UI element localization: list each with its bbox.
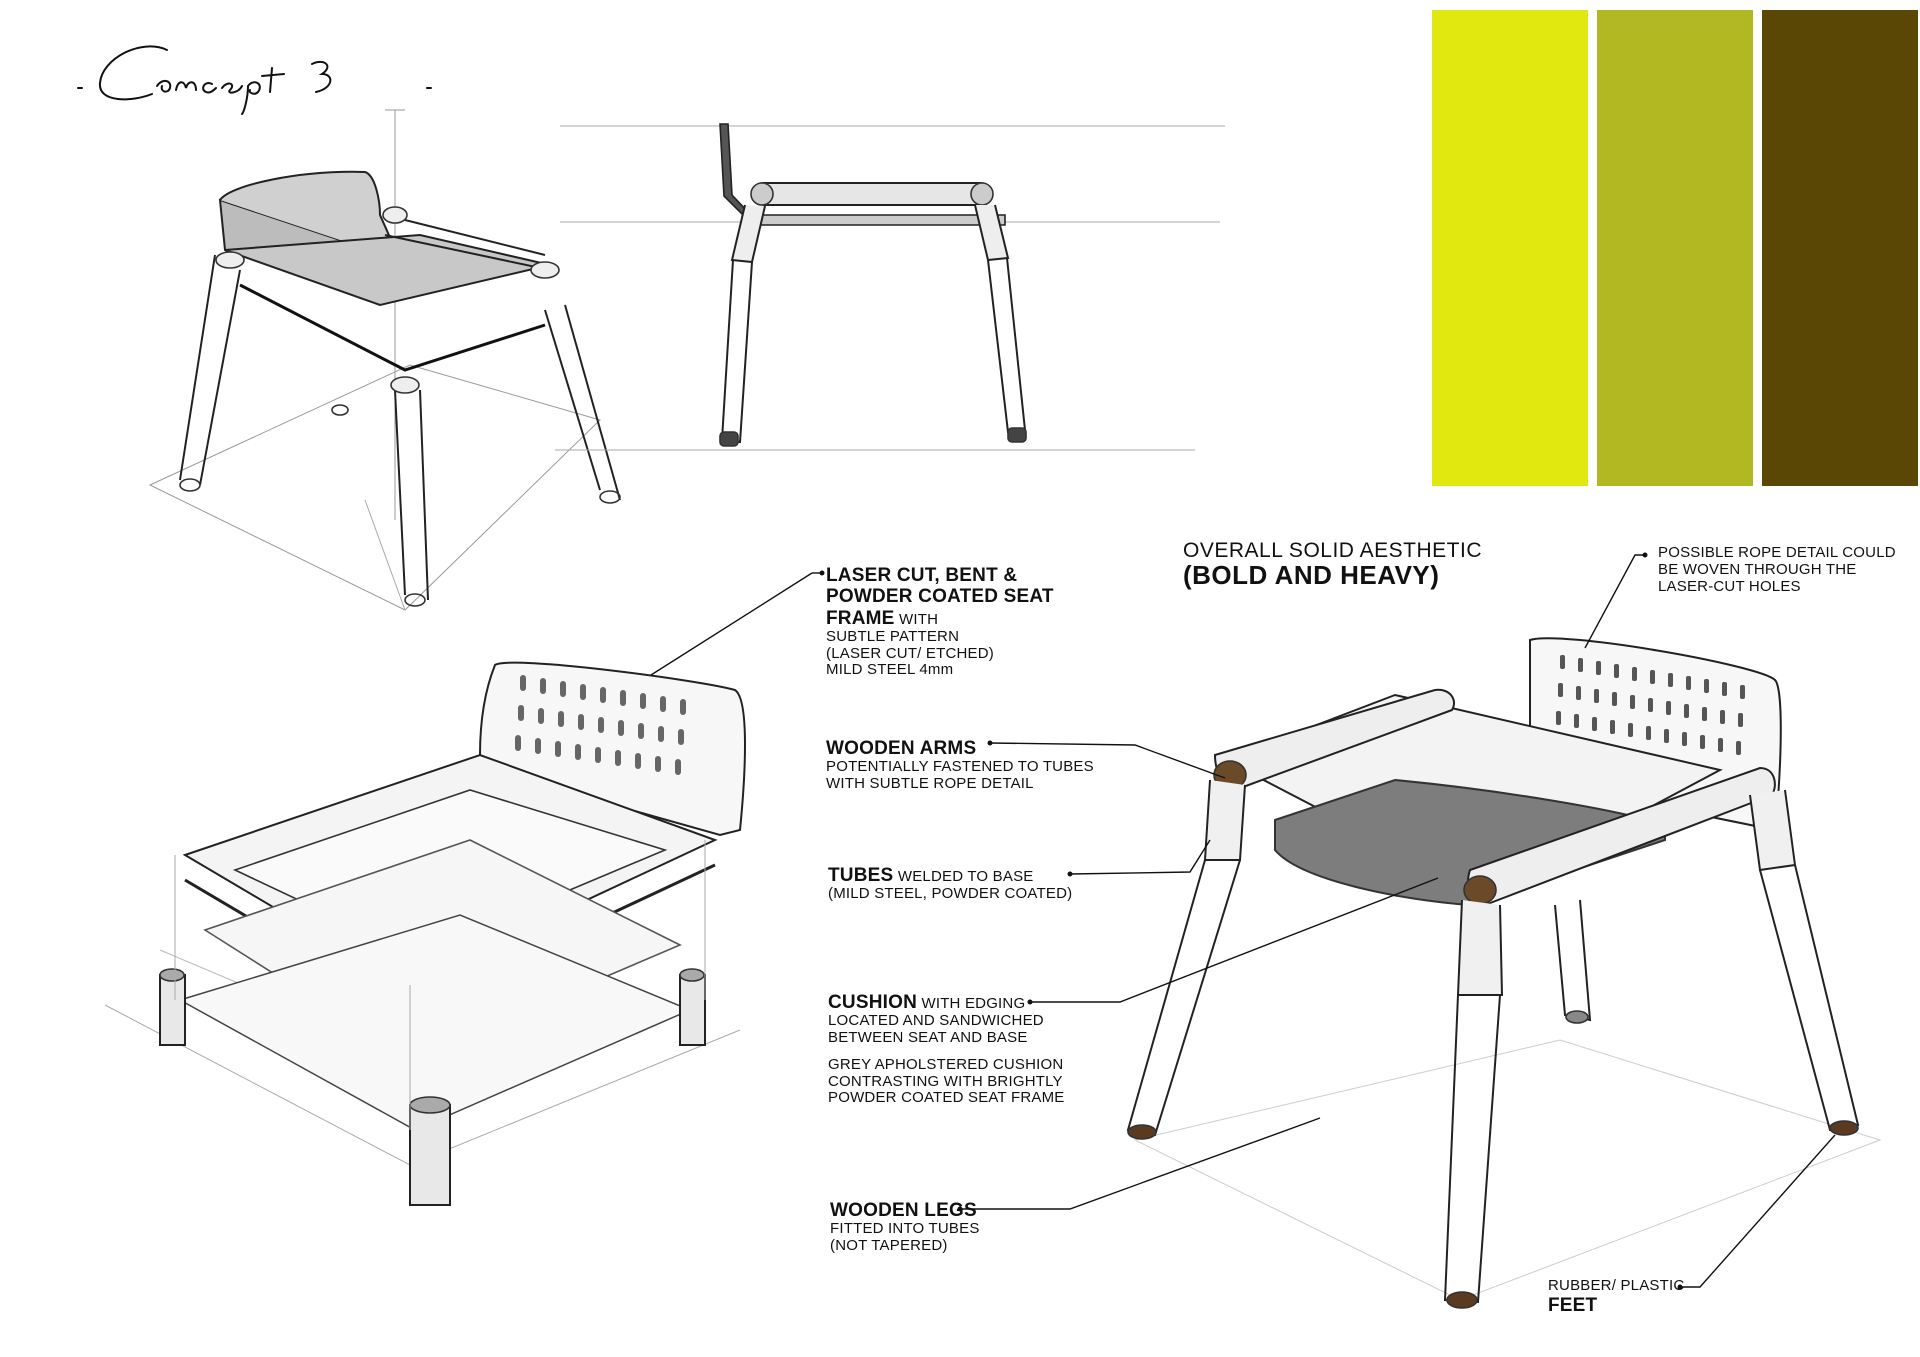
- overall-aesthetic-note: OVERALL SOLID AESTHETIC (BOLD AND HEAVY): [1183, 539, 1482, 591]
- annotation-rope: POSSIBLE ROPE DETAIL COULD BE WOVEN THRO…: [1658, 544, 1908, 595]
- tubes-heading: TUBES: [828, 865, 894, 886]
- chair-sketch-side-view: [555, 124, 1225, 450]
- seat-frame-inline: WITH: [899, 610, 939, 628]
- cushion-extra-2: CONTRASTING WITH BRIGHTLY: [828, 1072, 1063, 1090]
- concept-title-script: [77, 45, 432, 115]
- annotation-feet: RUBBER/ PLASTIC FEET: [1548, 1277, 1688, 1316]
- annotation-dots: [819, 552, 1683, 1290]
- swatch-olive-lime: [1597, 10, 1753, 486]
- chair-sketch-final-render: [1128, 638, 1880, 1308]
- wooden-arms-heading: WOODEN ARMS: [826, 738, 977, 759]
- annotation-tubes: TUBES WELDED TO BASE (MILD STEEL, POWDER…: [828, 865, 1128, 903]
- annotation-wooden-arms: WOODEN ARMS POTENTIALLY FASTENED TO TUBE…: [826, 738, 1126, 793]
- seat-frame-line-2: (LASER CUT/ ETCHED): [826, 644, 994, 662]
- wooden-legs-line-1: FITTED INTO TUBES: [830, 1220, 980, 1238]
- seat-frame-line-1: SUBTLE PATTERN: [826, 627, 960, 645]
- cushion-inline: WITH EDGING: [921, 995, 1026, 1012]
- annotation-seat-frame: LASER CUT, BENT & POWDER COATED SEAT FRA…: [826, 565, 1056, 679]
- feet-line-1: RUBBER/ PLASTIC: [1548, 1277, 1685, 1294]
- cushion-line-2: BETWEEN SEAT AND BASE: [828, 1029, 1028, 1047]
- wooden-arms-line-1: POTENTIALLY FASTENED TO TUBES: [826, 758, 1094, 776]
- aesthetic-line-2: (BOLD AND HEAVY): [1183, 560, 1440, 591]
- tubes-line-1: (MILD STEEL, POWDER COATED): [828, 885, 1073, 903]
- seat-frame-line-3: MILD STEEL 4mm: [826, 661, 954, 679]
- chair-sketch-perspective-top: [150, 110, 620, 610]
- tubes-inline: WELDED TO BASE: [897, 868, 1034, 885]
- rope-line-1: POSSIBLE ROPE DETAIL COULD: [1658, 544, 1896, 561]
- rope-line-3: LASER-CUT HOLES: [1658, 577, 1801, 595]
- cushion-line-1: LOCATED AND SANDWICHED: [828, 1012, 1044, 1030]
- swatch-bright-lime: [1432, 10, 1588, 486]
- wooden-legs-heading: WOODEN LEGS: [830, 1200, 977, 1221]
- annotation-wooden-legs: WOODEN LEGS FITTED INTO TUBES (NOT TAPER…: [830, 1200, 1070, 1255]
- rope-line-2: BE WOVEN THROUGH THE: [1658, 560, 1857, 578]
- cushion-heading: CUSHION: [828, 992, 918, 1013]
- swatch-dark-olive: [1762, 10, 1918, 486]
- seat-frame-heading: LASER CUT, BENT & POWDER COATED SEAT FRA…: [826, 565, 1054, 629]
- wooden-legs-line-2: (NOT TAPERED): [830, 1237, 948, 1255]
- annotation-leader-lines: [651, 555, 1835, 1287]
- cushion-extra-3: POWDER COATED SEAT FRAME: [828, 1089, 1065, 1107]
- aesthetic-line-1: OVERALL SOLID AESTHETIC: [1183, 539, 1482, 562]
- chair-sketch-exploded-view: [105, 663, 745, 1205]
- cushion-extra-1: GREY APHOLSTERED CUSHION: [828, 1055, 1064, 1073]
- wooden-arms-line-2: WITH SUBTLE ROPE DETAIL: [826, 775, 1034, 793]
- feet-heading: FEET: [1548, 1294, 1598, 1316]
- annotation-cushion: CUSHION WITH EDGING LOCATED AND SANDWICH…: [828, 992, 1128, 1107]
